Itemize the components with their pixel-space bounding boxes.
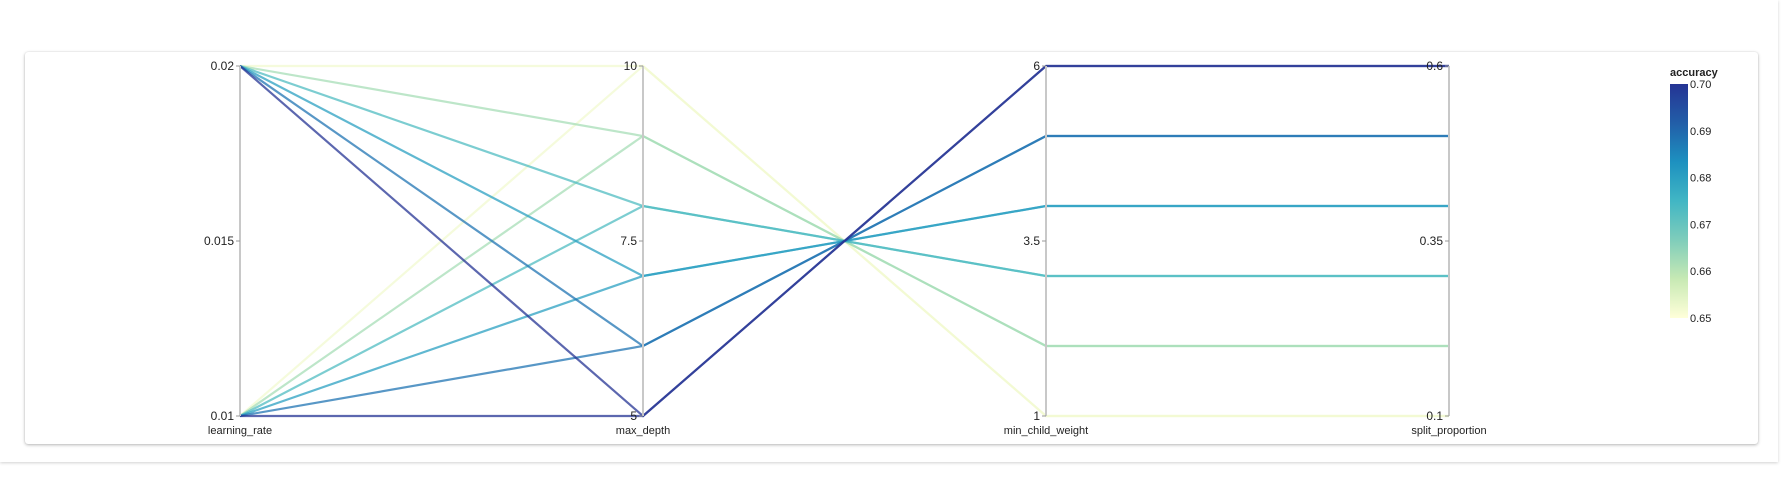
tick-label: 0.01 [211, 409, 235, 423]
legend-tick-label: 0.69 [1690, 126, 1711, 138]
tick-label: 0.015 [204, 234, 234, 248]
axis-min-child-weight[interactable]: 1 3.5 6 min_child_weight [1004, 59, 1088, 437]
legend-tick-label: 0.70 [1690, 79, 1711, 91]
tick-label: 3.5 [1023, 234, 1040, 248]
legend-tick-label: 0.67 [1690, 219, 1711, 231]
record-line[interactable] [240, 64, 1449, 418]
legend-tick-label: 0.65 [1690, 313, 1711, 325]
axis-max-depth[interactable]: 5 7.5 10 max_depth [616, 59, 670, 437]
tick-label: 10 [624, 59, 638, 73]
tick-label: 0.1 [1426, 409, 1443, 423]
axis-title: split_proportion [1411, 425, 1486, 437]
tick-label: 7.5 [620, 234, 637, 248]
legend-tick-label: 0.66 [1690, 266, 1711, 278]
axis-learning-rate[interactable]: 0.01 0.015 0.02 learning_rate [204, 59, 272, 437]
axis-title: min_child_weight [1004, 425, 1088, 437]
polylines-layer [239, 64, 1449, 418]
axis-title: max_depth [616, 425, 670, 437]
tick-label: 5 [630, 409, 637, 423]
axes-layer: 0.01 0.015 0.02 learning_rate 5 7.5 10 max_dept… [204, 59, 1487, 437]
legend-title: accuracy [1670, 67, 1719, 79]
axis-split-proportion[interactable]: 0.1 0.35 0.6 split_proportion [1411, 59, 1486, 437]
tick-label: 0.35 [1420, 234, 1444, 248]
tick-label: 1 [1033, 409, 1040, 423]
tick-label: 6 [1033, 59, 1040, 73]
tick-label: 0.02 [211, 59, 235, 73]
legend-tick-label: 0.68 [1690, 173, 1711, 185]
tick-label: 0.6 [1426, 59, 1443, 73]
legend-colorbar [1670, 84, 1688, 318]
axis-title: learning_rate [208, 425, 272, 437]
